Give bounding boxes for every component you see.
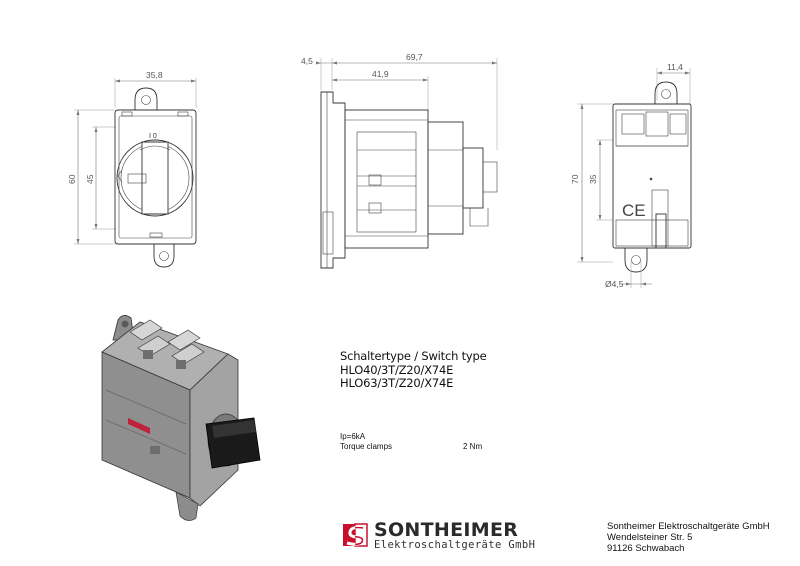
dim-front-height-outer: 60 — [67, 174, 77, 184]
switch-type-block: Schaltertype / Switch type HLO40/3T/Z20/… — [340, 349, 487, 391]
switch-model-2: HLO63/3T/Z20/X74E — [340, 376, 454, 390]
dim-side-inner: 41,9 — [372, 69, 389, 79]
address-line-3: 91126 Schwabach — [607, 543, 685, 554]
sontheimer-logo-icon — [343, 523, 368, 547]
address-line-1: Sontheimer Elektroschaltgeräte GmbH — [607, 521, 770, 532]
dim-front-height-inner: 45 — [85, 174, 95, 184]
dim-front-width: 35,8 — [146, 70, 163, 80]
brand-name: SONTHEIMER — [374, 519, 519, 541]
rear-view: 11,4 70 35 CE — [570, 62, 692, 289]
dim-rear-height-inner: 35 — [588, 174, 598, 184]
ip-label: Ip=6kA — [340, 432, 366, 441]
svg-text:I 0: I 0 — [149, 133, 157, 140]
dim-rear-hole: Ø4,5 — [605, 279, 624, 289]
switch-type-heading: Schaltertype / Switch type — [340, 349, 487, 363]
dim-rear-top: 11,4 — [667, 62, 683, 72]
front-view: 35,8 60 45 I 0 — [67, 70, 197, 268]
torque-label: Torque clamps — [340, 442, 393, 451]
dim-rear-height-outer: 70 — [570, 174, 580, 184]
dim-side-offset: 4,5 — [301, 56, 313, 66]
switch-model-1: HLO40/3T/Z20/X74E — [340, 362, 454, 377]
torque-value: 2 Nm — [463, 442, 483, 451]
dim-side-total: 69,7 — [406, 52, 423, 62]
brand-subtitle: Elektroschaltgeräte GmbH — [374, 539, 536, 551]
ce-mark: CE — [622, 201, 646, 220]
company-address: Sontheimer Elektroschaltgeräte GmbH Wend… — [607, 521, 770, 554]
isometric-view — [101, 315, 261, 521]
side-view: 4,5 69,7 41,9 — [301, 52, 498, 269]
address-line-2: Wendelsteiner Str. 5 — [607, 532, 693, 543]
